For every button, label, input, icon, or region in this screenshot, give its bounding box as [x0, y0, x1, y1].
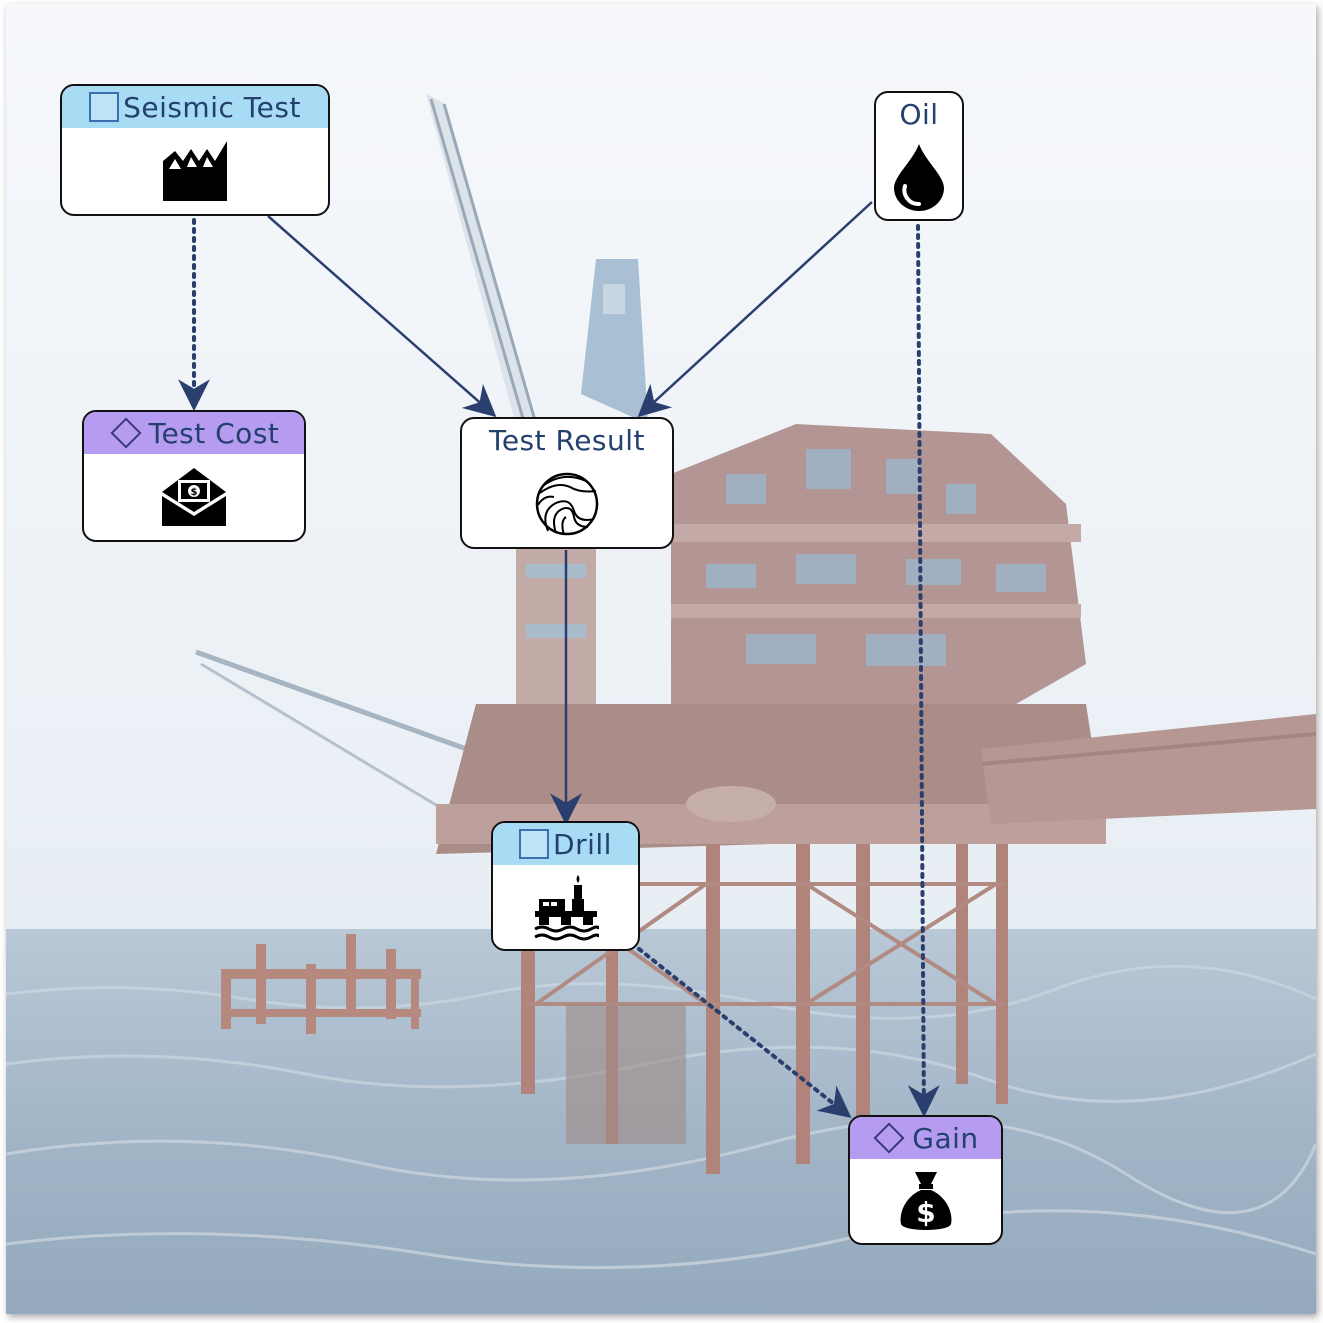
svg-text:$: $ — [916, 1196, 935, 1229]
node-label: Seismic Test — [123, 90, 301, 124]
node-header: Seismic Test — [62, 86, 328, 128]
utility-diamond-icon — [873, 1122, 905, 1154]
node-label: Test Result — [488, 423, 646, 457]
contour-globe-icon — [535, 472, 599, 536]
node-seismic-test[interactable]: Seismic Test — [60, 84, 330, 216]
node-header: Drill — [493, 823, 638, 865]
oil-drop-icon — [894, 144, 944, 211]
node-gain[interactable]: Gain $ — [848, 1115, 1003, 1245]
node-test-result[interactable]: Test Result — [460, 417, 674, 549]
factory-icon — [163, 141, 227, 201]
node-header: Gain — [850, 1117, 1001, 1159]
node-label: Drill — [553, 827, 612, 861]
money-envelope-icon: $ — [162, 468, 226, 526]
node-oil[interactable]: Oil — [874, 91, 964, 221]
decision-square-icon — [519, 829, 550, 859]
oil-platform-icon — [533, 875, 599, 941]
node-drill[interactable]: Drill — [491, 821, 640, 951]
node-header: Oil — [876, 93, 962, 135]
node-header: Test Result — [462, 419, 672, 461]
decision-square-icon — [89, 92, 120, 122]
node-label: Oil — [899, 97, 939, 131]
node-test-cost[interactable]: Test Cost $ — [82, 410, 306, 542]
utility-diamond-icon — [110, 417, 142, 449]
money-bag-icon: $ — [900, 1172, 951, 1230]
node-header: Test Cost — [84, 412, 304, 454]
diagram-canvas: Seismic Test Test Cost — [6, 4, 1316, 1314]
node-label: Test Cost — [148, 416, 280, 450]
node-label: Gain — [912, 1121, 979, 1155]
svg-text:$: $ — [191, 487, 198, 498]
